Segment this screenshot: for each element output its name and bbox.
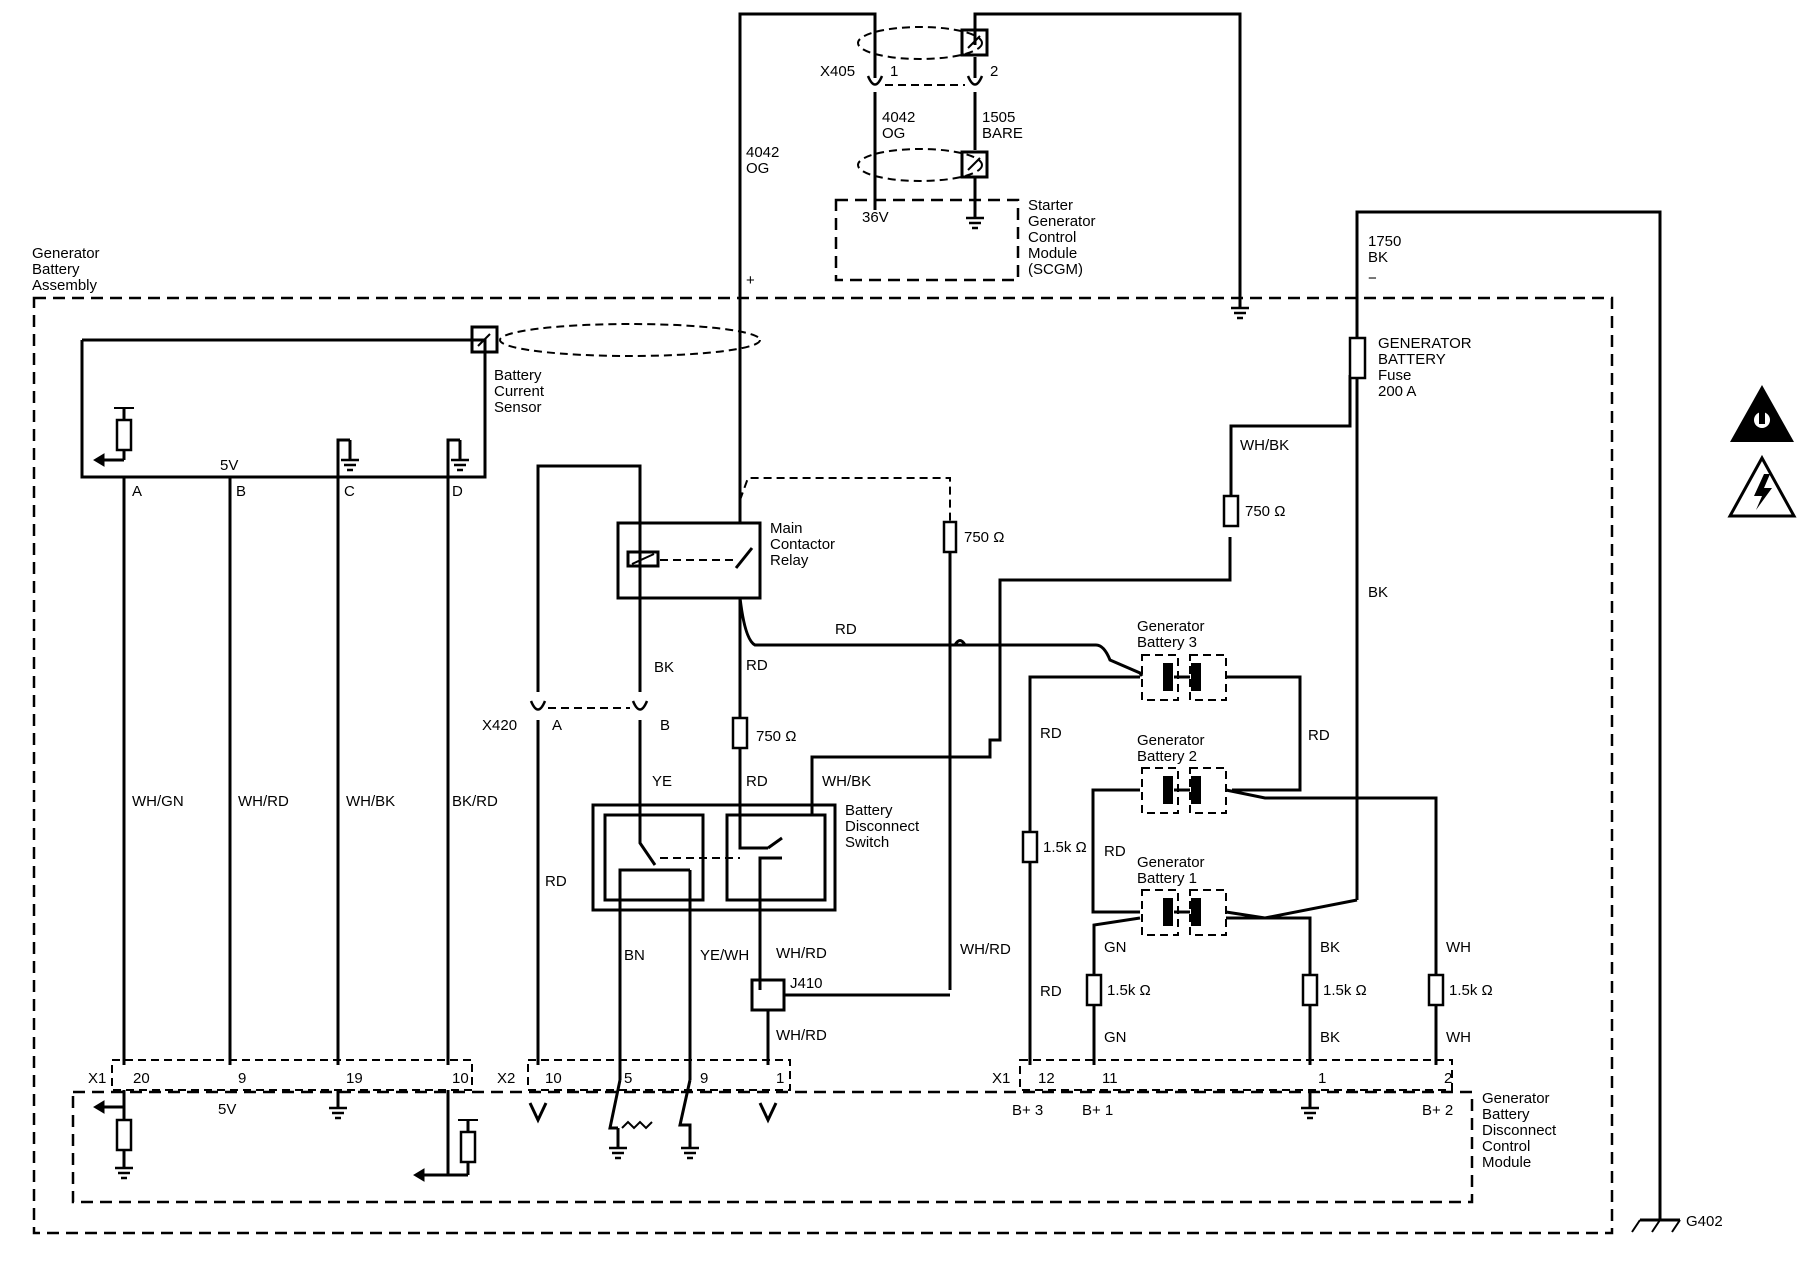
svg-text:1.5k Ω: 1.5k Ω — [1323, 982, 1367, 999]
svg-text:RD: RD — [1040, 725, 1062, 742]
svg-text:WH/RD: WH/RD — [776, 945, 827, 962]
svg-text:YE/WH: YE/WH — [700, 947, 749, 964]
x405-pin1: 1 — [890, 63, 898, 80]
disconnect-module-label: Generator Battery Disconnect Control Mod… — [1482, 1090, 1560, 1171]
svg-text:WH/RD: WH/RD — [776, 1027, 827, 1044]
svg-text:BN: BN — [624, 947, 645, 964]
svg-text:5: 5 — [624, 1070, 632, 1087]
svg-text:WH/GN: WH/GN — [132, 793, 184, 810]
scgm-outline — [834, 198, 1020, 282]
svg-text:750 Ω: 750 Ω — [1245, 503, 1285, 520]
svg-text:12: 12 — [1038, 1070, 1055, 1087]
svg-text:BK: BK — [1320, 939, 1340, 956]
svg-text:BK/RD: BK/RD — [452, 793, 498, 810]
svg-text:RD: RD — [746, 773, 768, 790]
svg-text:WH/BK: WH/BK — [822, 773, 871, 790]
svg-text:B+ 3: B+ 3 — [1012, 1102, 1043, 1119]
svg-text:9: 9 — [238, 1070, 246, 1087]
svg-text:X1: X1 — [88, 1070, 106, 1087]
svg-text:RD: RD — [1040, 983, 1062, 1000]
svg-text:10: 10 — [545, 1070, 562, 1087]
assembly-label: Generator Battery Assembly — [32, 245, 104, 294]
svg-text:1: 1 — [1318, 1070, 1326, 1087]
svg-text:X420: X420 — [482, 717, 517, 734]
sensor-wires: WH/GN WH/RD WH/BK BK/RD — [122, 477, 498, 1065]
x405-pin2: 2 — [990, 63, 998, 80]
svg-text:RD: RD — [1308, 727, 1330, 744]
svg-text:X1: X1 — [992, 1070, 1010, 1087]
svg-text:WH: WH — [1446, 1029, 1471, 1046]
svg-text:2: 2 — [1444, 1070, 1452, 1087]
svg-text:RD: RD — [746, 657, 768, 674]
svg-text:1.5k Ω: 1.5k Ω — [1449, 982, 1493, 999]
scgm-label: Starter Generator Control Module (SCGM) — [1028, 197, 1100, 278]
svg-text:B+ 2: B+ 2 — [1422, 1102, 1453, 1119]
svg-text:WH/BK: WH/BK — [346, 793, 395, 810]
svg-text:BK: BK — [1368, 584, 1388, 601]
sensor-pin-b: B — [236, 483, 246, 500]
svg-text:B: B — [660, 717, 670, 734]
minus-label: − — [1368, 270, 1377, 287]
svg-text:1.5k Ω: 1.5k Ω — [1043, 839, 1087, 856]
g402-label: G402 — [1686, 1213, 1723, 1230]
svg-text:YE: YE — [652, 773, 672, 790]
svg-text:750 Ω: 750 Ω — [964, 529, 1004, 546]
svg-text:B+ 1: B+ 1 — [1082, 1102, 1113, 1119]
warning-icon — [1730, 385, 1794, 442]
high-voltage-icon — [1727, 454, 1797, 518]
svg-text:RD: RD — [545, 873, 567, 890]
svg-text:BK: BK — [1320, 1029, 1340, 1046]
svg-text:9: 9 — [700, 1070, 708, 1087]
svg-text:J410: J410 — [790, 975, 823, 992]
sensor-pin-d: D — [452, 483, 463, 500]
svg-text:WH/BK: WH/BK — [1240, 437, 1289, 454]
svg-text:10: 10 — [452, 1070, 469, 1087]
svg-text:WH/RD: WH/RD — [960, 941, 1011, 958]
svg-text:1.5k Ω: 1.5k Ω — [1107, 982, 1151, 999]
main-contactor-relay — [616, 521, 762, 600]
svg-text:750 Ω: 750 Ω — [756, 728, 796, 745]
x405-label: X405 — [820, 63, 855, 80]
plus-label: + — [746, 272, 755, 289]
svg-text:20: 20 — [133, 1070, 150, 1087]
svg-text:5V: 5V — [218, 1101, 236, 1118]
svg-text:WH/RD: WH/RD — [238, 793, 289, 810]
svg-text:RD: RD — [835, 621, 857, 638]
svg-text:WH: WH — [1446, 939, 1471, 956]
svg-text:GN: GN — [1104, 1029, 1127, 1046]
svg-text:GN: GN — [1104, 939, 1127, 956]
disconnect-control-module-outline — [71, 1090, 1474, 1204]
svg-text:19: 19 — [346, 1070, 363, 1087]
sensor-pin-c: C — [344, 483, 355, 500]
svg-text:1: 1 — [776, 1070, 784, 1087]
scgm-voltage: 36V — [862, 209, 889, 226]
svg-text:11: 11 — [1102, 1070, 1118, 1087]
svg-text:BK: BK — [654, 659, 674, 676]
generator-battery-assembly-outline — [32, 296, 1614, 1235]
svg-text:A: A — [552, 717, 562, 734]
svg-text:X2: X2 — [497, 1070, 515, 1087]
module-connectors: X1 X2 X1 20 9 19 10 10 5 9 1 12 11 1 2 5… — [88, 1059, 1453, 1182]
sensor-5v: 5V — [220, 457, 238, 474]
sensor-pin-a: A — [132, 483, 142, 500]
svg-text:RD: RD — [1104, 843, 1126, 860]
